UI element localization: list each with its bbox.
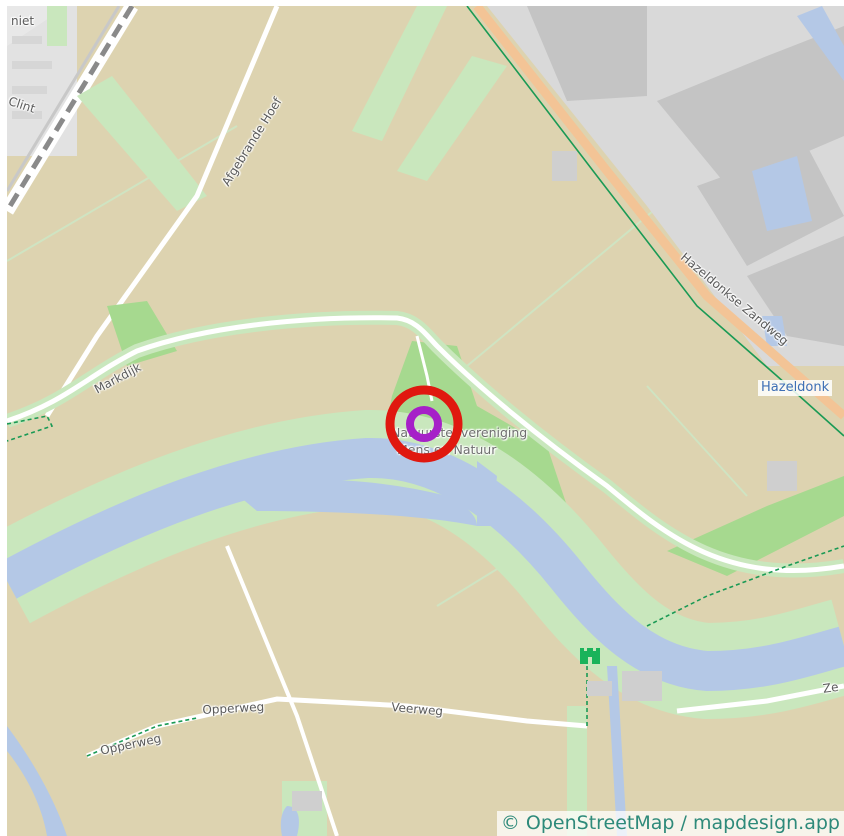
map-attribution[interactable]: © OpenStreetMap / mapdesign.app	[496, 811, 844, 836]
buildings	[292, 151, 797, 811]
southern-roads	[86, 545, 844, 836]
industrial-area	[487, 6, 844, 366]
road-afgebrande-hoef	[44, 6, 280, 418]
place-label-niet: niet	[11, 14, 35, 28]
map-canvas[interactable]	[7, 6, 844, 836]
place-label-hazeldonk: Hazeldonk	[758, 380, 833, 396]
road-label-ze: Ze	[822, 679, 840, 696]
castle-icon[interactable]	[578, 642, 602, 666]
river	[7, 410, 844, 836]
location-marker-icon[interactable]	[383, 383, 465, 465]
railway	[7, 6, 138, 215]
green-strips	[77, 6, 507, 211]
map-viewport[interactable]: niet Clint Afgebrande Hoef Markdijk Haze…	[7, 6, 844, 836]
